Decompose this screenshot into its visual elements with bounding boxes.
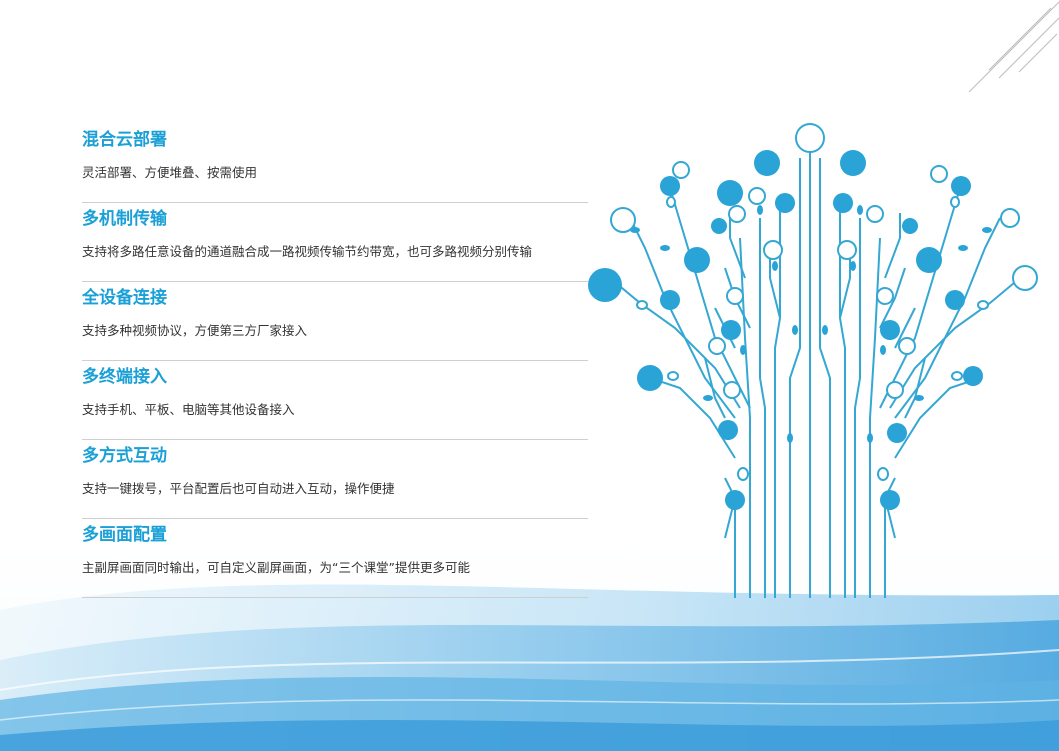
feature-desc: 支持一键拨号，平台配置后也可自动进入互动，操作便捷 bbox=[82, 481, 395, 496]
feature-item: 全设备连接 支持多种视频协议，方便第三方厂家接入 bbox=[82, 282, 588, 361]
feature-desc: 灵活部署、方便堆叠、按需使用 bbox=[82, 165, 258, 180]
feature-item: 多画面配置 主副屏画面同时输出，可自定义副屏画面，为“三个课堂”提供更多可能 bbox=[82, 519, 588, 598]
feature-title: 多机制传输 bbox=[82, 209, 167, 229]
feature-title: 全设备连接 bbox=[82, 288, 167, 308]
feature-item: 多方式互动 支持一键拨号，平台配置后也可自动进入互动，操作便捷 bbox=[82, 440, 588, 519]
feature-item: 多机制传输 支持将多路任意设备的通道融合成一路视频传输节约带宽，也可多路视频分别… bbox=[82, 203, 588, 282]
feature-desc: 主副屏画面同时输出，可自定义副屏画面，为“三个课堂”提供更多可能 bbox=[82, 560, 470, 575]
feature-item: 多终端接入 支持手机、平板、电脑等其他设备接入 bbox=[82, 361, 588, 440]
feature-title: 多终端接入 bbox=[82, 367, 167, 387]
feature-desc: 支持手机、平板、电脑等其他设备接入 bbox=[82, 402, 295, 417]
feature-title: 多方式互动 bbox=[82, 446, 167, 466]
feature-item: 混合云部署 灵活部署、方便堆叠、按需使用 bbox=[82, 124, 588, 203]
diagonal-lines-decoration bbox=[968, 1, 1059, 93]
feature-desc: 支持多种视频协议，方便第三方厂家接入 bbox=[82, 323, 308, 338]
feature-title: 多画面配置 bbox=[82, 525, 167, 545]
feature-list: 混合云部署 灵活部署、方便堆叠、按需使用 多机制传输 支持将多路任意设备的通道融… bbox=[82, 124, 588, 598]
circuit-tree-illustration bbox=[588, 123, 1038, 598]
feature-desc: 支持将多路任意设备的通道融合成一路视频传输节约带宽，也可多路视频分别传输 bbox=[82, 244, 533, 259]
feature-title: 混合云部署 bbox=[82, 130, 167, 150]
